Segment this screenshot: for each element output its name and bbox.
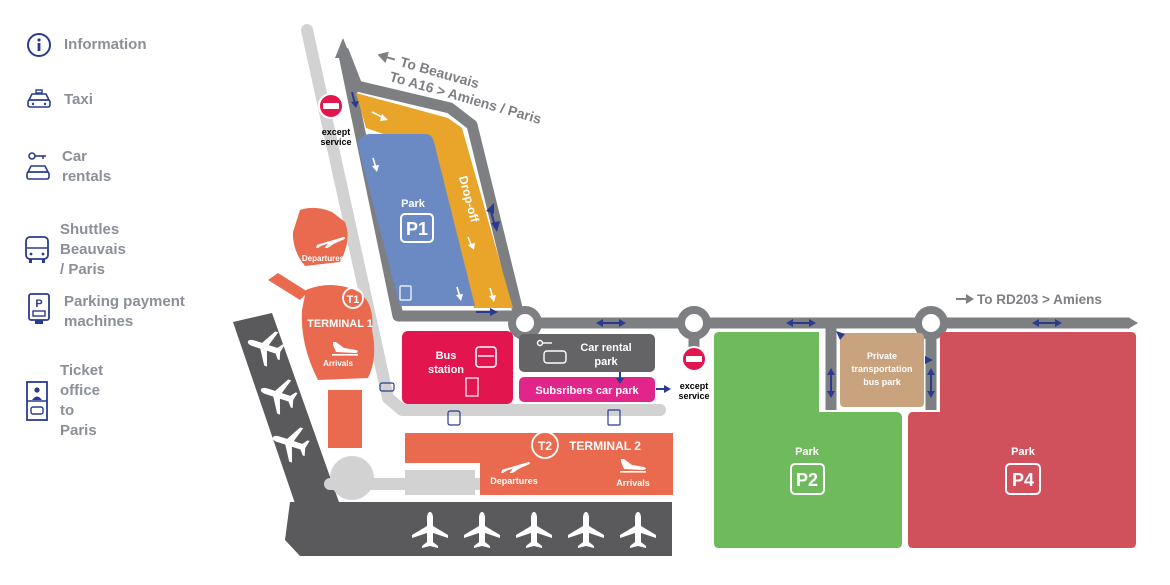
legend-item-shuttles: Shuttles Beauvais / Paris (24, 220, 130, 280)
info-map-icon (447, 410, 461, 426)
terminal-1[interactable] (268, 207, 375, 500)
bus-park-line2: transportation (851, 364, 912, 374)
bus-park-zone[interactable] (840, 333, 924, 407)
ticket-office-map-icon (465, 377, 479, 397)
bus-station-line1: Bus (436, 350, 457, 362)
legend-label: Car rentals (62, 148, 112, 185)
legend-label: Taxi (64, 91, 93, 108)
svg-text:P: P (35, 298, 42, 310)
taxi-icon (24, 89, 54, 111)
legend-item-information: Information (24, 32, 147, 58)
ticket-office-icon (24, 380, 50, 422)
p1-code: P1 (406, 219, 428, 239)
p4-code: P4 (1012, 470, 1034, 490)
runway-vertical (233, 313, 340, 518)
p4-zone[interactable] (908, 332, 1136, 548)
parking-payment-icon: P (24, 292, 54, 326)
subscribers-park-zone[interactable] (519, 377, 655, 402)
subscribers-label: Subsribers car park (535, 385, 639, 397)
dropoff-zone[interactable] (356, 93, 513, 308)
t1-badge: T1 (347, 294, 360, 306)
legend-item-car-rentals: Car rentals (24, 147, 113, 187)
bus-station-zone[interactable] (402, 331, 513, 404)
t2-badge: T2 (538, 439, 552, 453)
p4-label: Park (1011, 446, 1036, 458)
car-rental-line1: Car rental (580, 342, 631, 354)
direction-east: To RD203 > Amiens (956, 292, 1102, 307)
no-entry-east-line1: except (680, 381, 709, 391)
p2-badge (790, 463, 825, 495)
car-rental-line2: park (594, 356, 618, 368)
p2-zone[interactable] (714, 332, 902, 548)
p2-code: P2 (796, 470, 818, 490)
white-arrows (371, 111, 496, 302)
no-entry-north-line1: except (322, 127, 351, 137)
t2-badge-circle (531, 431, 559, 459)
bus-park-line3: bus park (863, 377, 902, 387)
p1-label: Park (401, 198, 426, 210)
no-entry-sign-east (681, 346, 707, 372)
t1-arrivals-label: Arrivals (323, 359, 353, 368)
legend-label: Ticket office to Paris (60, 362, 104, 439)
runway-horizontal (285, 502, 672, 556)
p4-badge (1005, 463, 1041, 495)
legend-item-taxi: Taxi (24, 89, 93, 111)
shuttle-bus-icon (24, 235, 50, 265)
legend-item-parking-payment: P Parking payment machines (24, 292, 194, 332)
t2-arrivals-label: Arrivals (616, 478, 650, 488)
bus-station-line2: station (428, 364, 464, 376)
legend-item-ticket-office: Ticket office to Paris (24, 361, 107, 441)
t1-badge-circle (342, 287, 364, 309)
taxi-map-icon (379, 382, 395, 392)
car-rental-icon (24, 151, 52, 183)
traffic-arrows (351, 91, 1062, 398)
no-entry-north-line2: service (320, 137, 351, 147)
legend-label: Shuttles Beauvais / Paris (60, 221, 126, 278)
t2-name: TERMINAL 2 (569, 439, 641, 453)
p2-label: Park (795, 446, 820, 458)
t2-departures-label: Departures (490, 476, 538, 486)
t1-name: TERMINAL 1 (307, 318, 373, 330)
terminal-2-annex (405, 470, 475, 495)
parking-payment-map-icon (399, 285, 621, 426)
legend-label: Parking payment machines (64, 293, 185, 330)
info-icon (24, 32, 54, 58)
car-rental-map-icon (536, 339, 567, 364)
p1-badge (400, 213, 434, 243)
bus-park-line1: Private (867, 351, 897, 361)
no-entry-east-line2: service (678, 391, 709, 401)
t1-departures-label: Departures (302, 254, 345, 263)
no-entry-sign-north (318, 93, 344, 119)
p1-zone[interactable] (358, 134, 475, 306)
direction-east-label: To RD203 > Amiens (977, 292, 1102, 307)
legend-label: Information (64, 36, 147, 53)
bus-icon (475, 346, 497, 368)
